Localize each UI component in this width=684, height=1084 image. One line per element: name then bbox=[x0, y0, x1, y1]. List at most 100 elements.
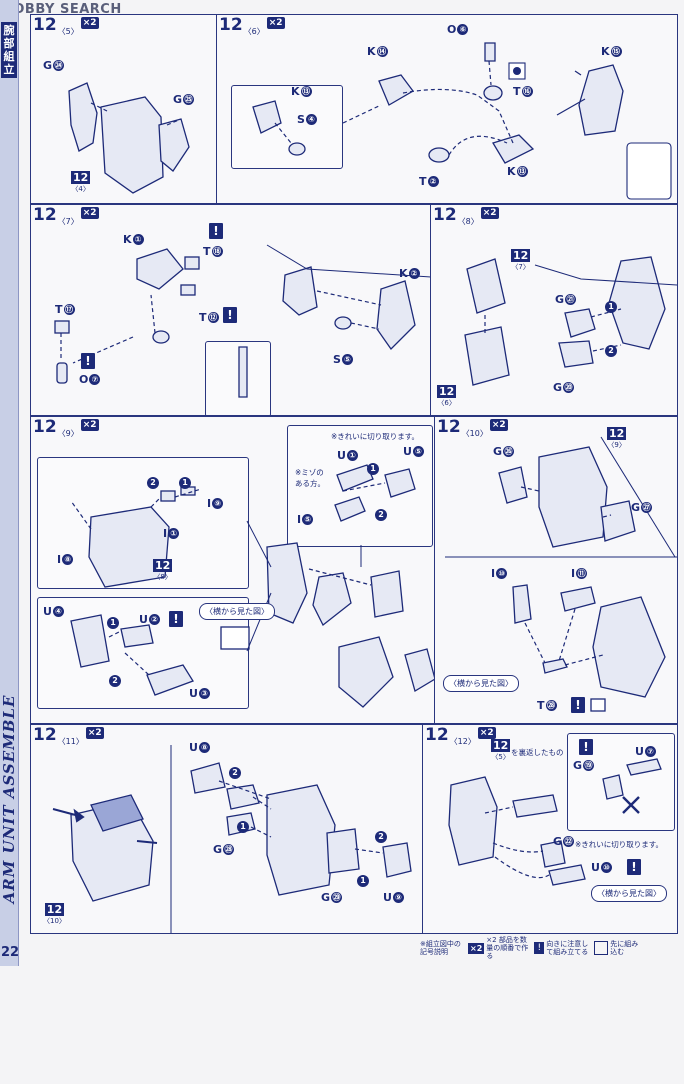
subassembly-ref: 12〈4〉 bbox=[71, 171, 91, 193]
order-1: 1 bbox=[237, 821, 249, 833]
caution-mark: ! bbox=[571, 697, 585, 713]
side-view-label: 〈横から見た図〉 bbox=[591, 885, 667, 902]
subassembly-ref: 12〈5〉 bbox=[491, 739, 511, 761]
step-12-12-illustration bbox=[448, 758, 662, 886]
order-2: 2 bbox=[375, 831, 387, 843]
step-12-10-illustration bbox=[445, 436, 677, 712]
section-title: 腕部組立 bbox=[1, 22, 17, 78]
legend-caution-icon: ! bbox=[534, 942, 545, 954]
step-12-5-illustration bbox=[68, 82, 190, 194]
sub-inset bbox=[231, 85, 343, 169]
side-view-label: 〈横から見た図〉 bbox=[199, 603, 275, 620]
step-badge: 12 〈9〉 ×2 bbox=[33, 417, 99, 438]
caution-mark: ! bbox=[223, 307, 237, 323]
order-1: 1 bbox=[605, 301, 617, 313]
symbol-legend: ※組立図中の記号説明 ×2 ×2 部品を数量の順番で作る ! 向きに注意して組み… bbox=[420, 934, 678, 962]
step-12-9-illustration bbox=[70, 464, 435, 708]
page-number: 22 bbox=[1, 945, 20, 960]
caution-mark: ! bbox=[209, 223, 223, 239]
order-2: 2 bbox=[109, 675, 121, 687]
sidebar: 腕部組立 ARM UNIT ASSEMBLE 22 bbox=[0, 0, 19, 966]
order-2: 2 bbox=[605, 345, 617, 357]
legend-first-desc: 先に組み込む bbox=[610, 940, 639, 956]
subassembly-ref: 12〈8〉 bbox=[153, 559, 173, 581]
sub-inset bbox=[205, 341, 271, 415]
watermark: HOBBY SEARCH bbox=[2, 2, 122, 17]
side-view-label: 〈横から見た図〉 bbox=[443, 675, 519, 692]
note-clean-cut: ※きれいに切り取ります。 bbox=[331, 432, 420, 441]
subassembly-ref: 12〈9〉 bbox=[607, 427, 627, 449]
caution-mark: ! bbox=[169, 611, 183, 627]
step-12-6-illustration bbox=[252, 42, 672, 200]
subassembly-ref: 12〈7〉 bbox=[511, 249, 531, 271]
legend-first-icon bbox=[594, 941, 609, 955]
caution-mark: ! bbox=[81, 353, 95, 369]
order-1: 1 bbox=[357, 875, 369, 887]
caution-mark: ! bbox=[579, 739, 593, 755]
note-groove: ※ミゾのある方。 bbox=[295, 468, 325, 488]
step-badge: 12 〈5〉 ×2 bbox=[33, 15, 99, 36]
legend-x2-icon: ×2 bbox=[468, 942, 485, 954]
step-badge: 12 〈10〉 ×2 bbox=[437, 417, 508, 438]
step-12-8-illustration bbox=[464, 256, 677, 386]
legend-title: ※組立図中の記号説明 bbox=[420, 940, 461, 956]
step-badge: 12 〈7〉 ×2 bbox=[33, 205, 99, 226]
order-2: 2 bbox=[375, 509, 387, 521]
step-12-7-illustration bbox=[54, 244, 431, 398]
step-badge: 12 〈11〉 ×2 bbox=[33, 725, 104, 746]
note-clean-cut: ※きれいに切り取ります。 bbox=[575, 840, 664, 849]
order-1: 1 bbox=[367, 463, 379, 475]
step-12-11-illustration bbox=[52, 745, 412, 933]
step-12-9-panel: 12 〈9〉 ×2 bbox=[30, 416, 436, 724]
step-badge: 12 〈8〉 ×2 bbox=[433, 205, 499, 226]
order-1: 1 bbox=[179, 477, 191, 489]
section-english-title: ARM UNIT ASSEMBLE bbox=[0, 694, 18, 904]
order-2: 2 bbox=[147, 477, 159, 489]
subassembly-ref: 12〈10〉 bbox=[43, 903, 66, 925]
step-badge: 12 〈12〉 ×2 bbox=[425, 725, 496, 746]
